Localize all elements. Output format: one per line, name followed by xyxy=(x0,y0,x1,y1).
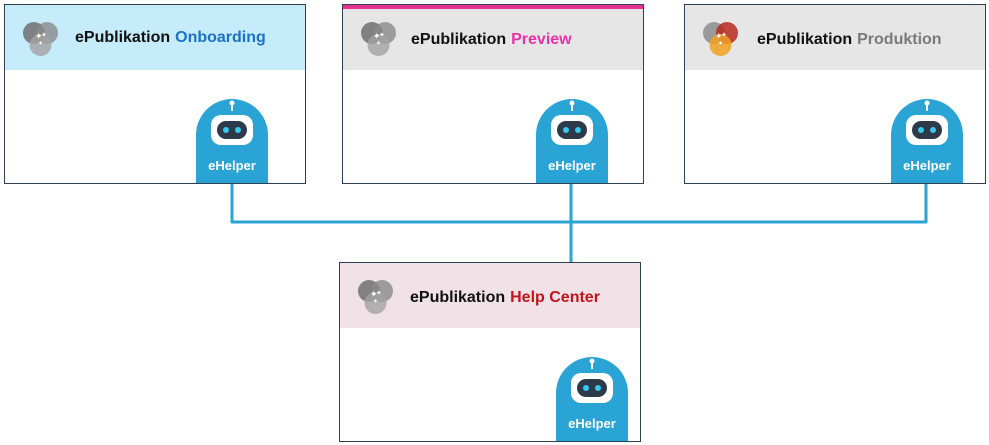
svg-text:✦: ✦ xyxy=(376,289,382,297)
ehelper-bot[interactable]: eHelper xyxy=(556,357,628,441)
svg-text:✦: ✦ xyxy=(721,31,727,39)
brand-text: ePublikation xyxy=(410,289,506,306)
ehelper-label: eHelper xyxy=(548,158,596,173)
svg-text:✦: ✦ xyxy=(715,32,723,42)
brand-text: ePublikation xyxy=(75,29,171,46)
svg-text:✦: ✦ xyxy=(376,40,381,47)
ehelper-bot[interactable]: eHelper xyxy=(891,99,963,183)
robot-head-icon xyxy=(211,100,253,145)
svg-text:✦: ✦ xyxy=(35,32,43,42)
ehelper-bot[interactable]: eHelper xyxy=(196,99,268,183)
brand-text: ePublikation xyxy=(411,31,507,48)
svg-text:✦: ✦ xyxy=(718,40,723,47)
svg-text:✦: ✦ xyxy=(370,290,378,300)
accent-text: Produktion xyxy=(857,31,942,48)
venn-circles-sparkle-icon: ✦ ✦ ✦ xyxy=(703,22,738,56)
svg-text:✦: ✦ xyxy=(379,31,385,39)
card-topbar xyxy=(343,5,643,9)
robot-head-icon xyxy=(571,358,613,403)
accent-text: Help Center xyxy=(510,289,600,306)
robot-head-icon xyxy=(906,100,948,145)
ehelper-label: eHelper xyxy=(208,158,256,173)
svg-text:✦: ✦ xyxy=(373,32,381,42)
connector-path xyxy=(230,184,928,262)
ehelper-bot[interactable]: eHelper xyxy=(536,99,608,183)
venn-circles-sparkle-icon: ✦ ✦ ✦ xyxy=(23,22,58,56)
svg-text:✦: ✦ xyxy=(41,31,47,39)
robot-head-icon xyxy=(551,100,593,145)
brand-text: ePublikation xyxy=(757,31,853,48)
accent-text: Preview xyxy=(511,31,572,48)
accent-text: Onboarding xyxy=(175,29,266,46)
venn-circles-sparkle-icon: ✦ ✦ ✦ xyxy=(358,280,393,314)
svg-text:✦: ✦ xyxy=(373,298,378,305)
venn-circles-sparkle-icon: ✦ ✦ ✦ xyxy=(361,22,396,56)
svg-text:✦: ✦ xyxy=(38,40,43,47)
ehelper-label: eHelper xyxy=(568,416,616,431)
ehelper-label: eHelper xyxy=(903,158,951,173)
